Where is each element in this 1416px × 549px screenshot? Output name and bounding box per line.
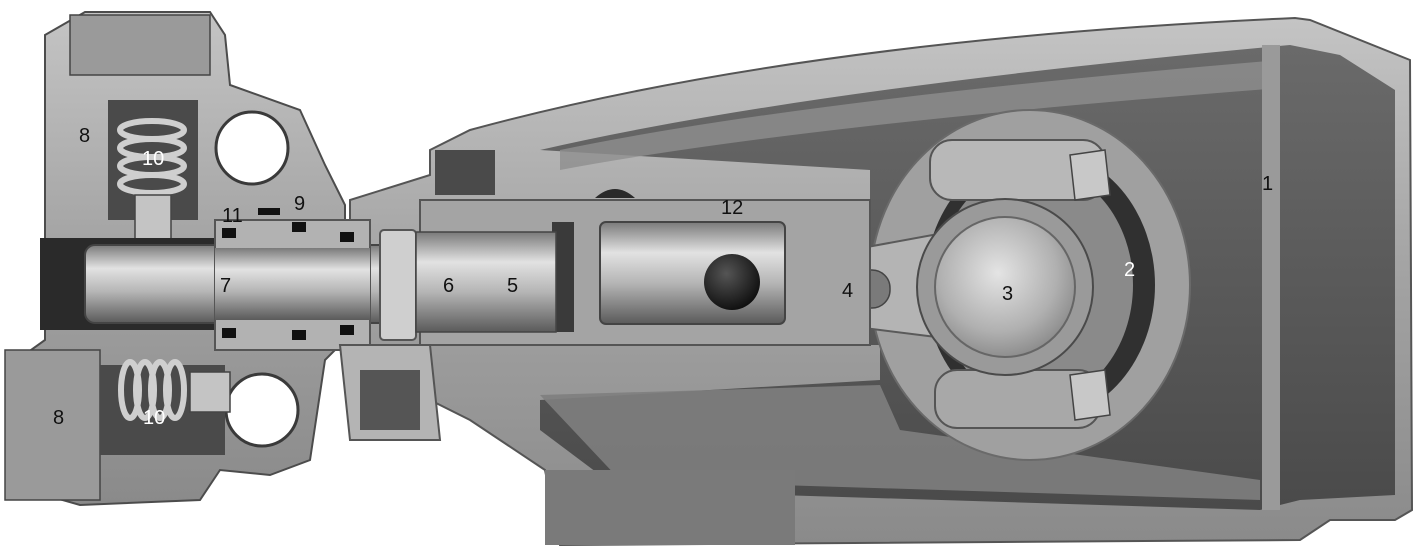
bolt-bottom	[1069, 369, 1111, 421]
piston-rod	[415, 231, 557, 333]
label-11: 11	[222, 205, 243, 227]
part-labels: 1 2 3 4 5 6 7 8 8 9 10 10 11 12	[53, 125, 1273, 429]
valve-spring-bottom	[118, 359, 187, 421]
plunger-assembly	[40, 150, 557, 441]
connecting-rod	[784, 139, 1111, 429]
wrist-pin	[704, 254, 760, 310]
seal-rings	[222, 208, 354, 340]
label-9: 9	[294, 193, 305, 215]
crankcase-right-wall	[1262, 45, 1280, 510]
label-10-bottom: 10	[143, 407, 165, 429]
valve-stem-bottom	[189, 371, 231, 413]
inlet-port-bottom	[224, 372, 300, 448]
label-8-bottom: 8	[53, 407, 64, 429]
label-2: 2	[1124, 259, 1135, 281]
label-5: 5	[507, 275, 518, 297]
crankcase-upper-rib	[560, 60, 1280, 170]
crankpin	[934, 216, 1076, 358]
crosshead-seal	[552, 222, 574, 332]
label-7: 7	[220, 275, 231, 297]
label-8-top: 8	[79, 125, 90, 147]
label-1: 1	[1262, 173, 1273, 195]
crankcase-foot	[545, 470, 795, 545]
label-4: 4	[842, 280, 853, 302]
label-12: 12	[721, 197, 743, 219]
valve-spring-top	[117, 118, 187, 196]
lower-connector-bore	[360, 370, 420, 430]
valve-cap-top	[69, 14, 211, 76]
upper-connector-block	[435, 150, 495, 195]
oil-cup	[595, 189, 635, 198]
crankcase-housing	[349, 16, 1414, 547]
packing-nut	[379, 229, 417, 341]
plunger-through-gland	[215, 248, 370, 320]
label-3: 3	[1002, 283, 1013, 305]
valve-cap-bottom	[4, 349, 101, 501]
label-10-top: 10	[142, 148, 164, 170]
bolt-top	[1069, 149, 1111, 201]
label-6: 6	[443, 275, 454, 297]
inlet-port-top	[214, 110, 290, 186]
